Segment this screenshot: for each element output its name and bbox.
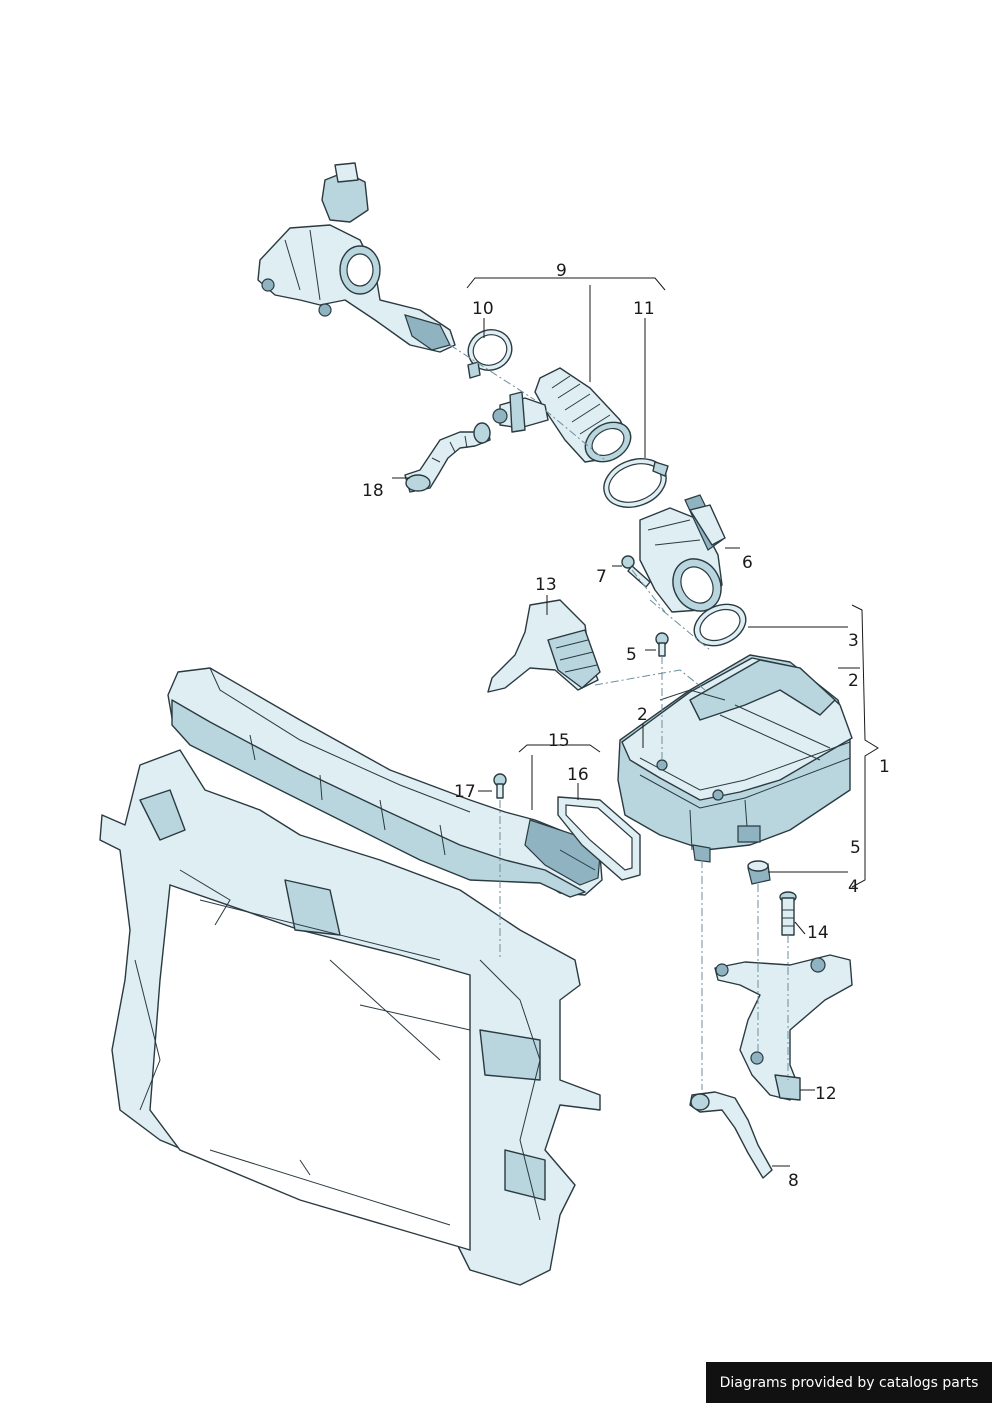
callout-5-lower: 5	[850, 838, 861, 858]
callout-11: 11	[633, 299, 655, 319]
callout-5-upper: 5	[626, 645, 637, 665]
air-guide-13	[487, 599, 601, 693]
footer-credit: Diagrams provided by catalogs parts	[706, 1362, 992, 1403]
callout-3: 3	[848, 631, 859, 651]
bracket-12	[714, 954, 853, 1101]
screw-5-upper	[655, 632, 669, 657]
callout-7: 7	[596, 567, 607, 587]
air-mass-meter-6	[639, 494, 726, 613]
hose-clamp-10	[467, 329, 513, 379]
callout-9: 9	[556, 261, 567, 281]
callout-18: 18	[362, 481, 384, 501]
hose-clamp-11	[603, 458, 669, 508]
callout-15: 15	[548, 731, 570, 751]
callout-labels: 9 10 11 18 6 7 13 3 5 2 2 15 1 16 17 5 4…	[362, 261, 890, 1191]
air-filter-housing	[617, 654, 853, 863]
leader-lines	[392, 277, 879, 1167]
callout-8: 8	[788, 1171, 799, 1191]
callout-16: 16	[567, 765, 589, 785]
callout-17: 17	[454, 782, 476, 802]
seal-gasket-16	[557, 796, 641, 881]
breather-hose-18	[404, 422, 491, 493]
turbocharger	[257, 162, 456, 353]
lock-carrier-frame	[99, 749, 601, 1286]
screw-17	[493, 773, 507, 799]
air-intake-duct	[167, 667, 603, 898]
callout-4: 4	[848, 877, 859, 897]
callout-10: 10	[472, 299, 494, 319]
callout-1: 1	[879, 757, 890, 777]
bolt-14	[779, 891, 797, 936]
assembly-lines	[449, 344, 789, 1090]
intake-hose-9	[492, 367, 632, 463]
callout-2-left: 2	[637, 705, 648, 725]
callout-12: 12	[815, 1084, 837, 1104]
callout-13: 13	[535, 575, 557, 595]
grommet-4	[747, 860, 771, 885]
callout-14: 14	[807, 923, 829, 943]
drain-hose-8	[689, 1091, 773, 1179]
callout-6: 6	[742, 553, 753, 573]
callout-2-right: 2	[848, 671, 859, 691]
sealing-ring-3	[693, 603, 747, 647]
